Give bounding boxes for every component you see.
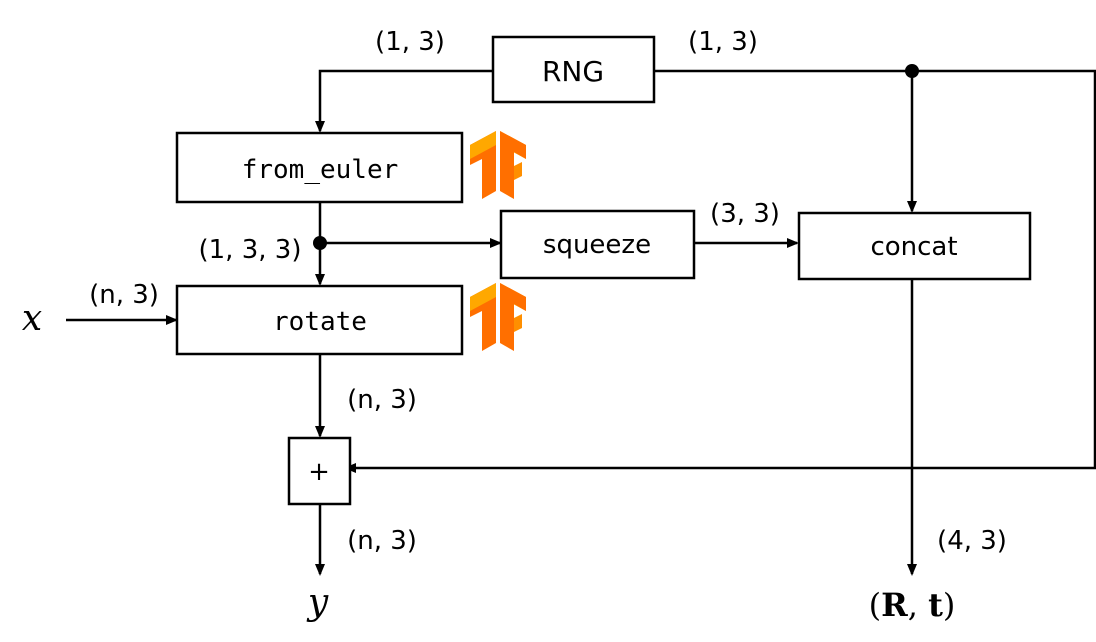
squeeze-out-shape-label: (3, 3) <box>710 199 780 229</box>
rotate-out-shape-label: (n, 3) <box>347 385 417 415</box>
from-euler-box <box>175 131 464 204</box>
output-close-paren: ) <box>943 586 955 624</box>
x-in-shape-label: (n, 3) <box>89 280 159 310</box>
output-R-symbol: R <box>881 586 908 624</box>
add-box <box>287 436 352 506</box>
input-x-symbol: x <box>22 298 42 339</box>
concat-out-shape-label: (4, 3) <box>937 526 1007 556</box>
rng-left-shape-label: (1, 3) <box>375 27 445 57</box>
squeeze-box <box>499 209 696 280</box>
from-euler-label: from_euler <box>242 155 399 185</box>
tensorflow-logo-icon <box>470 131 526 199</box>
concat-label: concat <box>870 232 957 262</box>
rotate-label: rotate <box>273 307 367 337</box>
output-y-symbol: y <box>306 582 329 623</box>
tensorflow-logo-icon <box>470 283 526 351</box>
output-open-paren: ( <box>869 586 881 624</box>
output-rt-symbol: (R, t) <box>869 586 956 624</box>
rng-label: RNG <box>542 55 604 88</box>
from-euler-out-shape-label: (1, 3, 3) <box>199 235 302 265</box>
rng-right-shape-label: (1, 3) <box>688 27 758 57</box>
squeeze-label: squeeze <box>543 230 651 260</box>
output-t-symbol: t <box>928 586 943 624</box>
rotate-box <box>175 284 464 356</box>
concat-box <box>797 211 1032 281</box>
add-label: + <box>308 457 330 487</box>
rng-junction-dot <box>905 64 919 78</box>
output-comma: , <box>908 586 928 624</box>
rng-to-from-euler-wire <box>315 69 493 133</box>
from-euler-junction-dot <box>313 236 327 250</box>
rng-box <box>491 35 656 104</box>
rng-right-wire <box>344 69 1096 473</box>
add-out-shape-label: (n, 3) <box>347 526 417 556</box>
